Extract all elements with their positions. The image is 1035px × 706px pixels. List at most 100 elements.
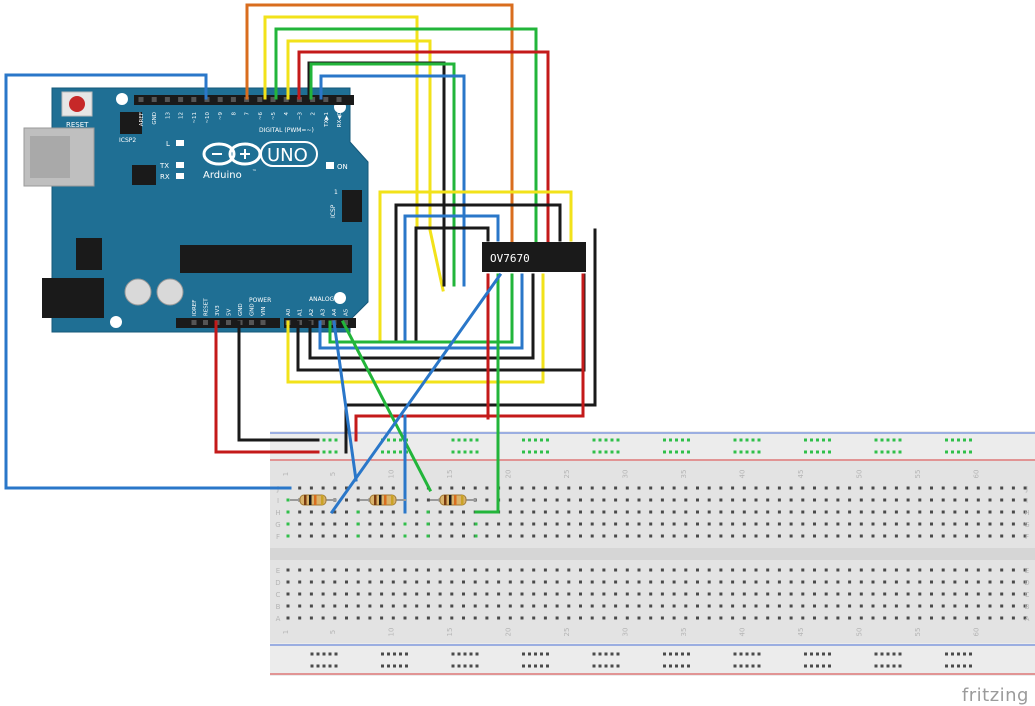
rail-hole (381, 664, 384, 668)
breadboard-hole (462, 522, 465, 526)
breadboard-hole (321, 580, 325, 584)
breadboard-hole (391, 592, 395, 596)
breadboard-hole (883, 522, 887, 526)
resistor-band (461, 495, 464, 505)
rail-hole (892, 664, 896, 668)
rail-hole (328, 450, 332, 454)
breadboard-hole (543, 486, 547, 490)
breadboard-hole (614, 510, 618, 514)
breadboard-hole (965, 498, 969, 502)
breadboard-hole (567, 604, 571, 608)
rail-hole (687, 652, 690, 656)
breadboard-hole (883, 616, 887, 620)
breadboard-row-letter: F (1025, 533, 1029, 541)
header-pin (320, 320, 325, 325)
breadboard-hole (333, 604, 337, 608)
resistor-band (379, 495, 382, 505)
wire-blue-loop (403, 214, 500, 342)
breadboard-hole (976, 580, 980, 584)
breadboard-hole (345, 498, 348, 502)
breadboard-hole (859, 486, 863, 490)
rail-hole (810, 664, 813, 668)
rail-hole (951, 438, 954, 442)
breadboard-hole (298, 604, 302, 608)
breadboard-hole (660, 604, 664, 608)
rail-hole (610, 450, 614, 454)
breadboard-hole (976, 510, 980, 514)
breadboard-hole (356, 580, 360, 584)
breadboard-hole (625, 534, 629, 538)
breadboard-hole (696, 568, 699, 572)
breadboard-hole (988, 498, 992, 502)
rail-hole (540, 450, 543, 454)
breadboard-hole (848, 580, 852, 584)
rail-hole (669, 652, 672, 656)
reset-label: RESET (66, 121, 89, 129)
breadboard-hole (625, 592, 629, 596)
breadboard-hole (719, 486, 723, 490)
wire-red-module-vcc (354, 273, 585, 442)
breadboard-hole (965, 486, 969, 490)
rail-hole (804, 652, 807, 656)
breadboard-hole (941, 604, 945, 608)
breadboard-hole (614, 486, 618, 490)
breadboard-hole (906, 604, 910, 608)
breadboard-row-letter: F (276, 533, 280, 541)
breadboard-hole (1000, 604, 1004, 608)
breadboard-hole (719, 510, 723, 514)
breadboard-hole (894, 534, 898, 538)
breadboard-hole (1023, 486, 1027, 490)
rail-hole (733, 664, 737, 668)
breadboard-hole (918, 534, 922, 538)
breadboard-row-letter: B (276, 603, 281, 611)
rail-hole (745, 652, 749, 656)
breadboard-hole (567, 580, 571, 584)
header-pin (151, 97, 157, 102)
rail-hole (457, 450, 461, 454)
digital-pin-label: 2 (311, 112, 317, 116)
breadboard-hole (543, 498, 547, 502)
breadboard-hole (356, 604, 360, 608)
breadboard-hole (976, 604, 980, 608)
rail-hole (816, 664, 819, 668)
breadboard-hole (660, 486, 664, 490)
breadboard-hole (602, 522, 606, 526)
breadboard-hole (660, 510, 664, 514)
rail-hole (886, 438, 890, 442)
rail-hole (592, 664, 596, 668)
rail-hole (745, 438, 749, 442)
on-led-label: ON (337, 163, 348, 171)
breadboard-hole (462, 616, 465, 620)
breadboard-hole (602, 486, 606, 490)
breadboard-hole (380, 510, 384, 514)
rail-hole (898, 652, 902, 656)
breadboard-hole (707, 592, 711, 596)
breadboard-hole (333, 522, 337, 526)
rail-hole (828, 438, 831, 442)
breadboard-hole (754, 616, 758, 620)
breadboard-hole (462, 486, 465, 490)
breadboard-hole (719, 616, 723, 620)
breadboard-hole (777, 510, 781, 514)
rail-hole (945, 450, 948, 454)
breadboard-hole (836, 616, 840, 620)
breadboard-hole (731, 592, 735, 596)
resistor-band (449, 495, 452, 505)
rail-hole (757, 664, 761, 668)
power-pin-label: GND (250, 303, 256, 316)
breadboard-hole (403, 592, 407, 596)
breadboard-hole (1000, 568, 1004, 572)
breadboard-hole (824, 592, 828, 596)
rail-hole (687, 664, 690, 668)
rail-hole (751, 438, 755, 442)
rail-hole (669, 664, 672, 668)
rail-hole (892, 450, 896, 454)
breadboard-hole (930, 522, 933, 526)
breadboard-hole (965, 510, 969, 514)
breadboard-hole (672, 604, 676, 608)
breadboard-hole (1023, 604, 1027, 608)
breadboard-hole (321, 592, 325, 596)
breadboard-hole (321, 510, 325, 514)
breadboard-hole (976, 498, 980, 502)
breadboard-hole (473, 580, 477, 584)
